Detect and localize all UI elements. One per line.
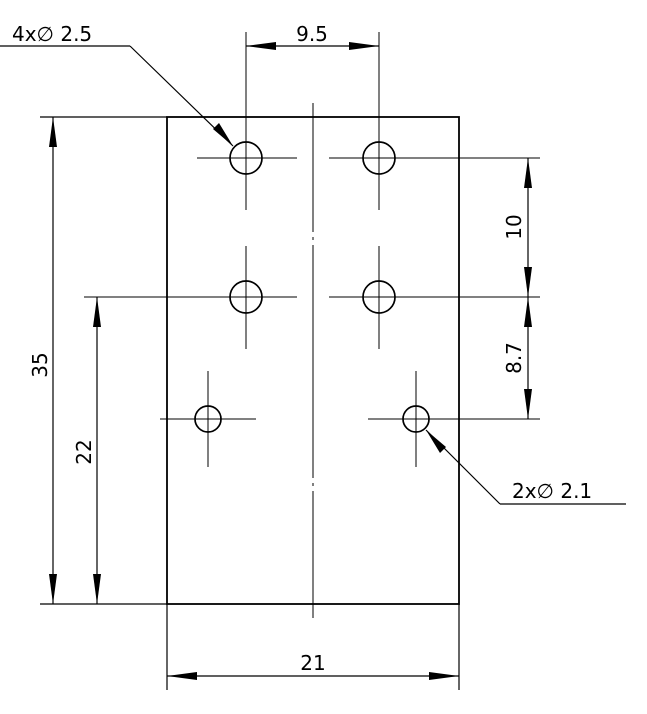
dimension-height: 35 [28, 117, 57, 604]
leader-small-holes: 2x∅ 2.1 [425, 429, 626, 505]
hole-top-left [197, 32, 297, 210]
label-width: 21 [300, 651, 325, 675]
leader-large-holes: 4x∅ 2.5 [0, 22, 234, 147]
hole-middle-right [329, 246, 540, 349]
hole-middle-left [84, 246, 297, 349]
label-large-holes: 4x∅ 2.5 [12, 22, 92, 46]
hole-bottom-left [160, 371, 256, 467]
label-hole-spacing-y-bottom: 8.7 [502, 342, 526, 374]
dimension-hole-spacing-y-bottom: 8.7 [502, 297, 532, 419]
label-hole-height: 22 [72, 439, 96, 464]
label-height: 35 [28, 352, 52, 377]
dimension-hole-spacing-y-top: 10 [502, 158, 532, 297]
label-small-holes: 2x∅ 2.1 [512, 479, 592, 503]
hole-bottom-right [368, 371, 540, 467]
dimension-width: 21 [167, 651, 459, 680]
dimension-hole-spacing-x: 9.5 [246, 22, 379, 50]
hole-top-right [329, 32, 540, 210]
dimension-hole-height: 22 [72, 297, 101, 604]
label-hole-spacing-x: 9.5 [296, 22, 328, 46]
label-hole-spacing-y-top: 10 [502, 214, 526, 239]
